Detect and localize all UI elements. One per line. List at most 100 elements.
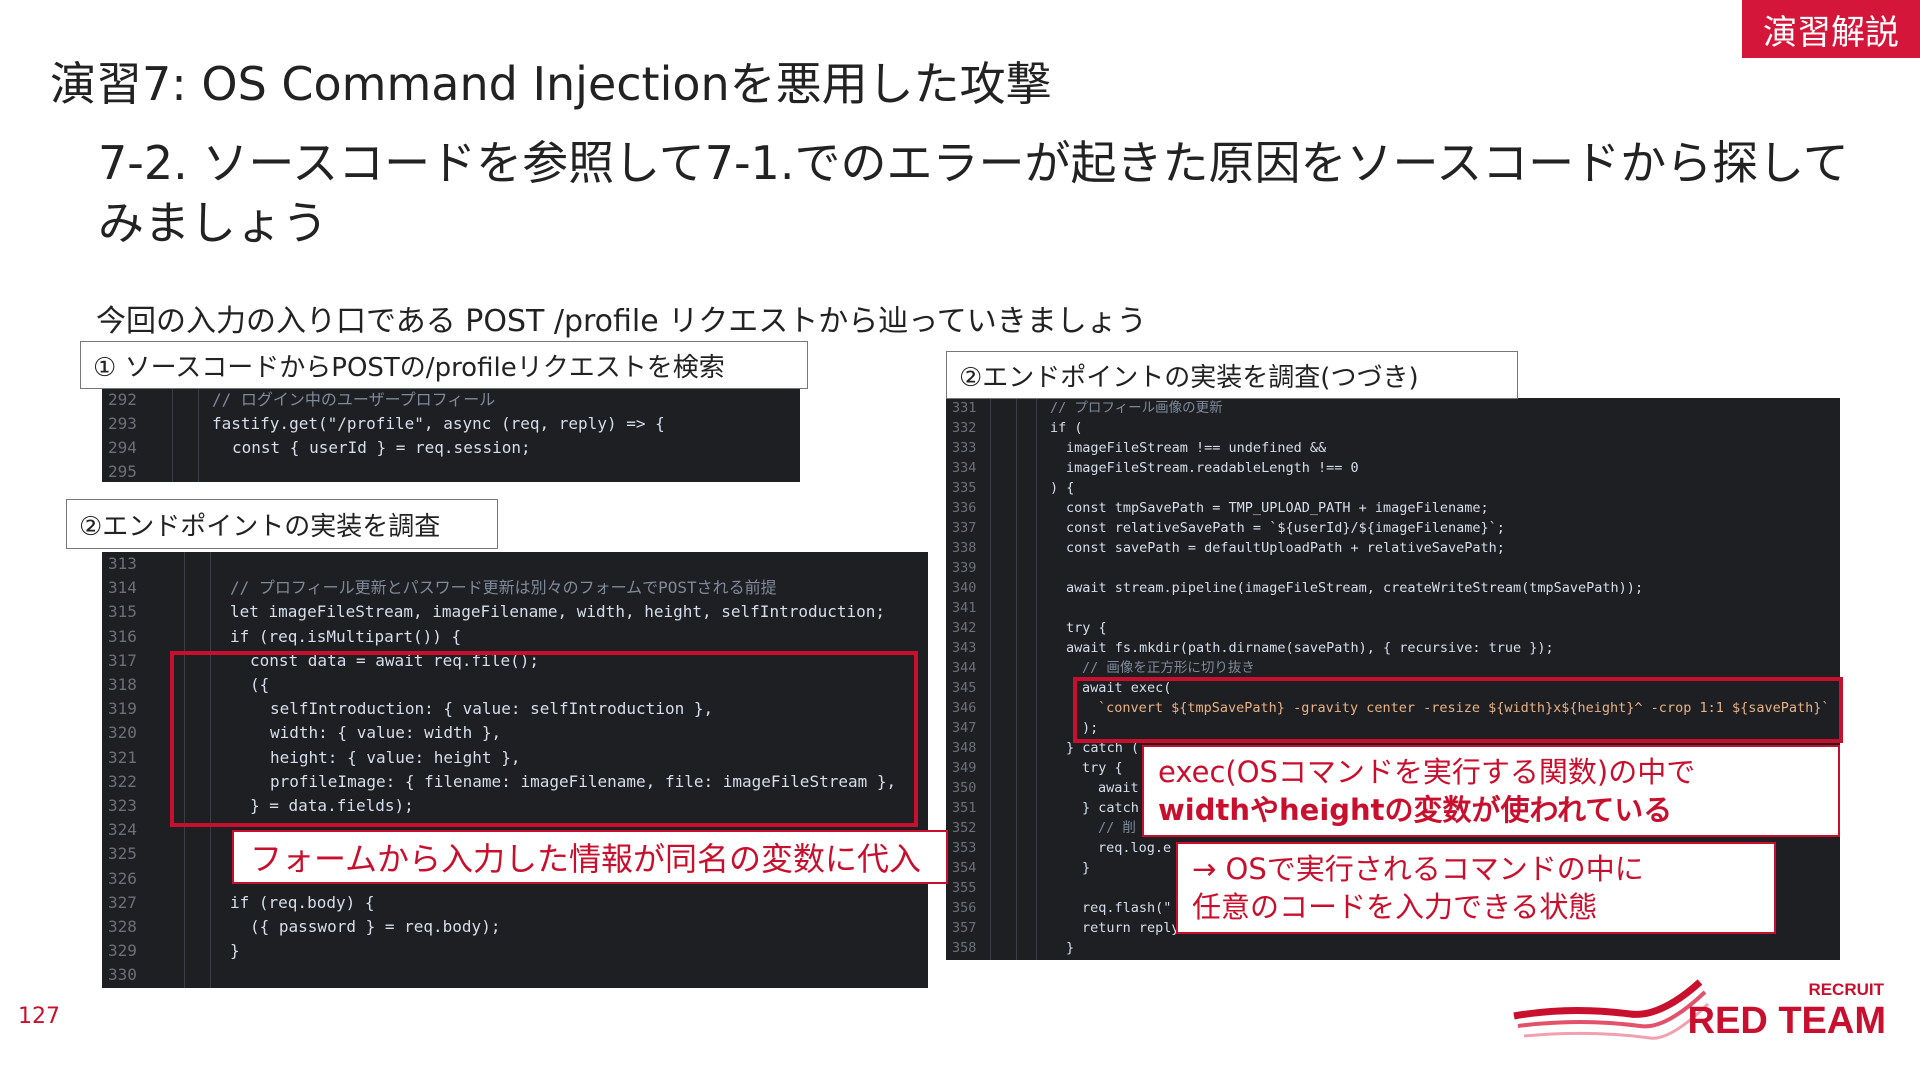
line-number: 295 — [108, 462, 137, 481]
note-exec-line1: exec(OSコマンドを実行する関数)の中で — [1158, 755, 1696, 789]
exercise-badge: 演習解説 — [1742, 0, 1920, 58]
line-number: 332 — [952, 420, 977, 436]
code-text: profileImage: { filename: imageFilename,… — [270, 771, 897, 791]
highlight-form-fields — [170, 651, 918, 827]
code-text: imageFileStream !== undefined && — [1066, 440, 1327, 456]
code-line: 318({ — [102, 673, 928, 697]
line-number: 292 — [108, 390, 137, 409]
line-number: 352 — [952, 820, 977, 836]
line-number: 294 — [108, 438, 137, 457]
note-exec-line2: widthやheightの変数が使われている — [1158, 793, 1673, 827]
line-number: 358 — [952, 940, 977, 956]
code-line: 356 req.flash(" — [946, 898, 1840, 918]
note-result-line1: → OSで実行されるコマンドの中に — [1192, 852, 1644, 886]
code-line: 351} catch — [946, 798, 1840, 818]
line-number: 319 — [108, 699, 137, 719]
line-number: 323 — [108, 796, 137, 815]
line-number: 356 — [952, 900, 977, 916]
line-number: 354 — [952, 860, 977, 876]
code-panel-endpoint: 313 314// プロフィール更新とパスワード更新は別々のフォームでPOSTされ… — [102, 552, 928, 988]
intro-text: 今回の入力の入り口である POST /profile リクエストから辿っていきま… — [96, 304, 1147, 339]
code-text: // 画像を正方形に切り抜き — [1082, 660, 1255, 676]
line-number: 322 — [108, 771, 137, 791]
code-line: 328 ({ password } = req.body); — [102, 915, 928, 939]
code-text: if (req.body) { — [230, 892, 375, 912]
line-number: 293 — [108, 414, 137, 433]
code-line: 292// ログイン中のユーザープロフィール — [102, 388, 800, 412]
line-number: 355 — [952, 880, 977, 896]
callout-step2: ②エンドポイントの実装を調査 — [66, 499, 498, 549]
line-number: 328 — [108, 917, 137, 936]
code-text: req.flash(" — [1082, 900, 1172, 916]
code-text: } — [1066, 940, 1075, 956]
code-line: 322 profileImage: { filename: imageFilena… — [102, 770, 928, 794]
logo-big-text: RED TEAM — [1687, 1000, 1886, 1042]
code-line: 355 — [946, 878, 1840, 898]
note-result: → OSで実行されるコマンドの中に 任意のコードを入力できる状態 — [1176, 842, 1776, 934]
code-text: await — [1098, 780, 1139, 796]
highlight-exec-call — [1073, 677, 1843, 743]
code-text: await exec( — [1082, 680, 1172, 696]
code-line: 348} catch ( — [946, 738, 1840, 758]
line-number: 315 — [108, 602, 137, 622]
indent-guide — [1036, 398, 1037, 960]
code-text: ); — [1082, 720, 1099, 736]
line-number: 330 — [108, 965, 137, 985]
line-number: 348 — [952, 740, 977, 756]
callout-step2-continued: ②エンドポイントの実装を調査(つづき) — [946, 351, 1518, 399]
code-text: ({ password } = req.body); — [250, 917, 501, 936]
line-number: 320 — [108, 723, 137, 743]
code-text: selfIntroduction: { value: selfIntroduct… — [270, 699, 714, 719]
line-number: 333 — [952, 440, 977, 456]
indent-guide — [990, 398, 991, 960]
code-line: 333 imageFileStream !== undefined && — [946, 438, 1840, 458]
line-number: 317 — [108, 650, 137, 670]
code-line: 335) { — [946, 478, 1840, 498]
line-number: 344 — [952, 660, 977, 676]
code-line: 354} — [946, 858, 1840, 878]
line-number: 349 — [952, 760, 977, 776]
code-line: 325 — [102, 842, 928, 866]
line-number: 357 — [952, 920, 977, 936]
line-number: 339 — [952, 560, 977, 576]
indent-guide — [1016, 398, 1017, 960]
code-text: ({ — [250, 675, 270, 694]
code-line: 314// プロフィール更新とパスワード更新は別々のフォームでPOSTされる前提 — [102, 576, 928, 600]
line-number: 313 — [108, 554, 137, 573]
line-number: 345 — [952, 680, 977, 696]
code-text: let imageFileStream, imageFilename, widt… — [230, 602, 886, 622]
code-line: 329} — [102, 939, 928, 963]
code-line: 323} = data.fields); — [102, 794, 928, 818]
code-text: try { — [1082, 760, 1123, 776]
line-number: 335 — [952, 480, 977, 496]
line-number: 324 — [108, 820, 137, 840]
code-text: await stream.pipeline(imageFileStream, c… — [1066, 580, 1644, 596]
code-text: imageFileStream.readableLength !== 0 — [1066, 460, 1359, 476]
line-number: 340 — [952, 580, 977, 596]
code-text: req.log.e — [1098, 840, 1172, 856]
line-number: 326 — [108, 868, 137, 888]
code-text: // 削 — [1098, 820, 1136, 836]
line-number: 316 — [108, 626, 137, 646]
line-number: 351 — [952, 800, 977, 816]
code-text: const savePath = defaultUploadPath + rel… — [1066, 540, 1505, 556]
code-line: 315 let imageFileStream, imageFilename, w… — [102, 600, 928, 624]
code-line: 358} — [946, 938, 1840, 958]
page-number: 127 — [18, 1004, 60, 1029]
indent-guide — [210, 552, 211, 988]
line-number: 346 — [952, 700, 977, 716]
line-number: 342 — [952, 620, 977, 636]
indent-guide — [198, 388, 199, 482]
code-text: } — [1082, 860, 1091, 876]
code-line: 330 — [102, 963, 928, 987]
code-text: // プロフィール画像の更新 — [1050, 400, 1223, 416]
